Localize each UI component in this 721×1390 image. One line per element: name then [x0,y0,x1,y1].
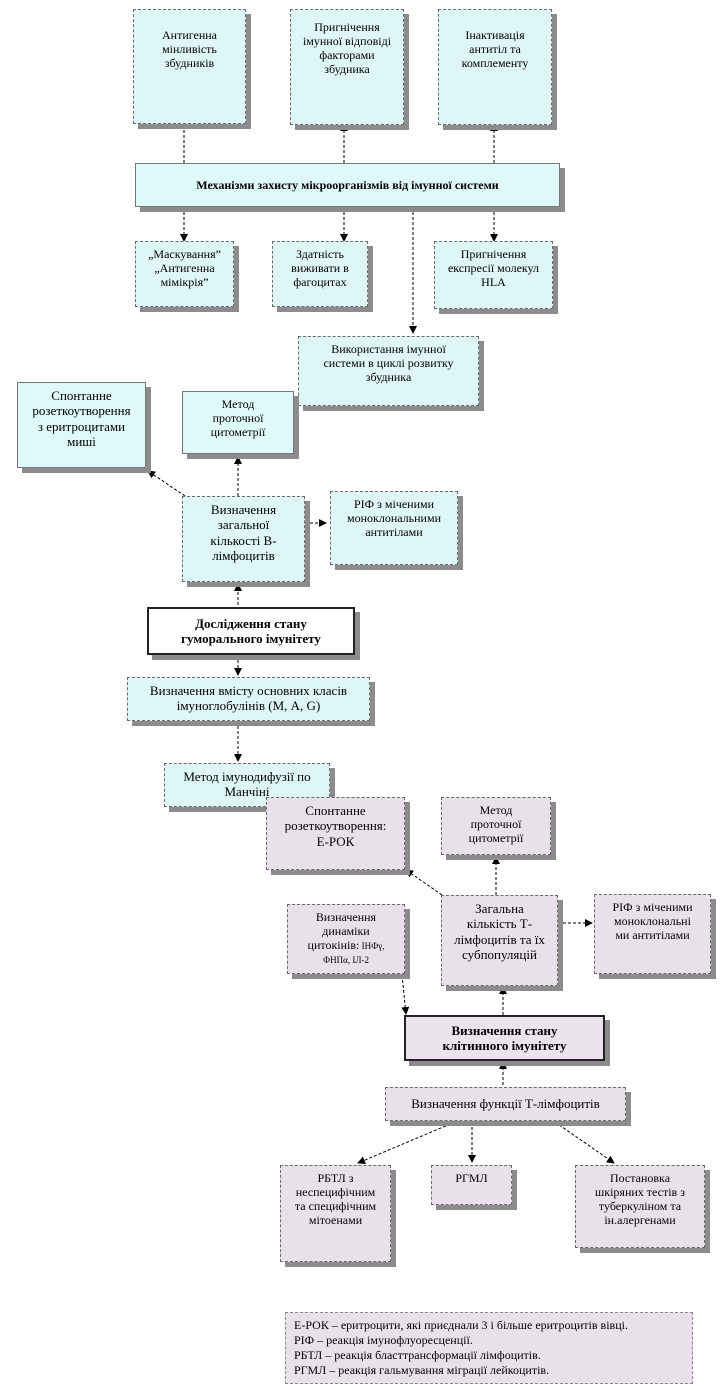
humoral-flow-cytometry-box: Метод проточної цитометрії [182,391,294,454]
legend-line-rif: РІФ – реакція імунофлуоресценції. [294,1333,473,1347]
humoral-rosette-box: Спонтанне розеткоутворення з еритроцитам… [17,382,146,468]
abbreviations-legend: Е-РОК – еритроцити, які приєднали 3 і бі… [285,1312,693,1384]
phagocyte-survival-box: Здатність виживати в фагоцитах [272,241,368,307]
mechanisms-center-box: Механізми захисту мікроорганізмів від ім… [135,163,560,207]
arrow-cytokines-to-cellular [401,974,410,1015]
arrow-tcount-to-rosette [405,869,443,896]
b-lymphocyte-count-box: Визначення загальної кількості В- лімфоц… [182,496,305,582]
legend-line-rgml: РГМЛ – реакція гальмування міграції лейк… [294,1363,550,1377]
legend-line-erok: Е-РОК – еритроцити, які приєднали 3 і бі… [294,1318,628,1332]
immune-usage-box: Використання імунної системи в циклі роз… [298,336,479,406]
mancini-method-box: Метод імунодифузії по Манчіні [164,763,330,807]
masking-mimicry-box: „Маскування” „Антигенна мімікрія” [135,241,234,307]
arrow-tfunc-to-skin [554,1121,615,1164]
cytokines-box: Визначення динаміки цитокінів: ІНФγ, ФНПα… [287,904,405,974]
antibody-inactivation-box: Інактивація антитіл та комплементу [438,9,552,125]
hla-suppression-box: Пригнічення експресії молекул HLA [434,241,553,309]
humoral-immunity-title: Дослідження стану гуморального імунітету [147,607,355,655]
t-lymphocyte-count-box: Загальна кількість Т- лімфоцитів та їх с… [441,895,558,986]
cytokines-label: Визначення динаміки цитокінів: [307,910,377,953]
cytokines-list-2: ФНПα, ІЛ-2 [323,955,369,966]
antigenic-variability-box: Антигенна мінливість збудників [133,9,246,124]
cytokines-list-1: ІНФγ, [359,941,385,952]
arrow-tfunc-to-rbtl [357,1121,456,1164]
skin-tests-box: Постановка шкіряних тестів з туберкуліно… [575,1165,705,1248]
cellular-immunity-title: Визначення стану клітинного імунітету [404,1015,605,1061]
immune-suppression-box: Пригнічення імунної відповіді факторами … [290,9,404,125]
rbtl-box: РБТЛ з неспецифічним та специфічним міто… [280,1165,391,1262]
cellular-flow-cytometry-box: Метод проточної цитометрії [441,797,551,855]
rgml-box: РГМЛ [431,1165,512,1205]
t-lymphocyte-function-box: Визначення функції Т-лімфоцитів [385,1087,626,1121]
cellular-rosette-box: Спонтанне розеткоутворення: Е-РОК [266,797,405,870]
legend-line-rbtl: РБТЛ – реакція бласттрансформації лімфоц… [294,1348,541,1362]
cellular-rif-box: РІФ з міченими моноклональні ми антитіла… [594,894,711,974]
immunoglobulin-classes-box: Визначення вмісту основних класів імуног… [127,677,370,721]
arrow-bcount-to-rosette [147,470,186,497]
humoral-rif-box: РІФ з міченими моноклональними антитілам… [330,491,458,565]
